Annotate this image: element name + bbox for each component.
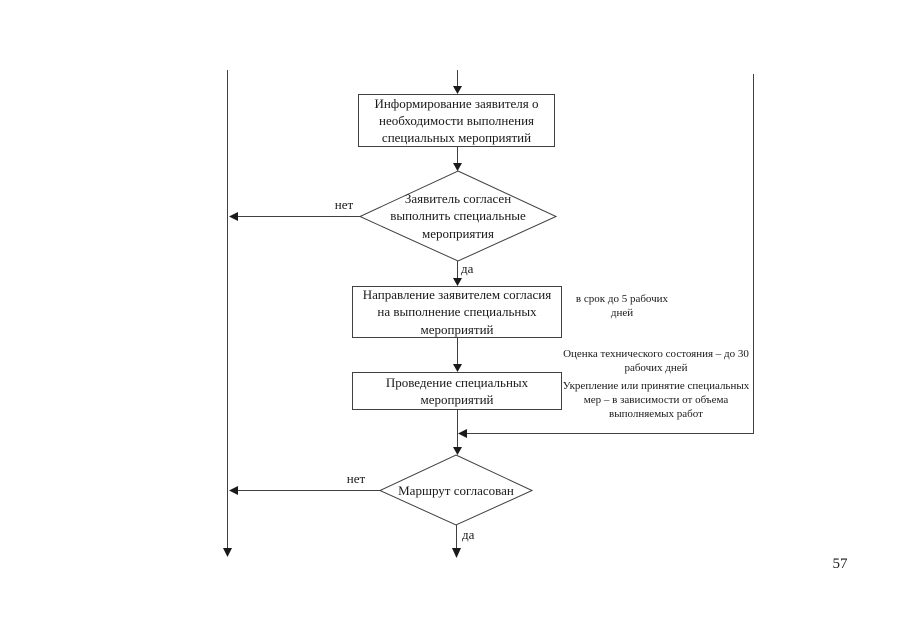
decision-route-approved-label: Маршрут согласован [398,482,514,498]
arrowhead-into-box2 [453,278,462,286]
decision-applicant-agrees-label: Заявитель согласен выполнить специальные… [390,191,526,241]
process-box-inform-applicant: Информирование заявителя о необходимости… [358,94,555,147]
note-term-5-days: в срок до 5 рабочих дней [575,293,669,320]
arrowhead-into-decision2 [453,447,462,455]
note-reinforcement-scope: Укрепление или принятие специальных мер … [562,380,750,421]
arrowhead-into-box1 [453,86,462,94]
decision2-yes-label: да [462,527,475,542]
process-box-conduct-measures: Проведение специальных мероприятий [352,372,562,410]
arrowhead-left-exit [223,548,232,557]
arrowhead-into-decision1 [453,163,462,171]
arrowhead-yes-exit [452,548,461,558]
decision1-yes-label: да [461,261,474,276]
decision1-no-label: нет [334,197,354,212]
page-number: 57 [832,556,848,572]
arrowhead-into-box3 [453,364,462,372]
note-assessment-30-days: Оценка технического состояния – до 30 ра… [563,348,749,375]
decision1-diamond-shape [358,170,558,262]
arrowhead-decision1-no [229,212,238,221]
arrowhead-feedback [458,429,467,438]
process-box-send-consent: Направление заявителем согласия на выпол… [352,286,562,338]
decision2-diamond-shape [378,454,534,526]
arrowhead-decision2-no [229,486,238,495]
right-feedback-line [467,74,754,434]
decision2-no-label: нет [346,471,366,486]
